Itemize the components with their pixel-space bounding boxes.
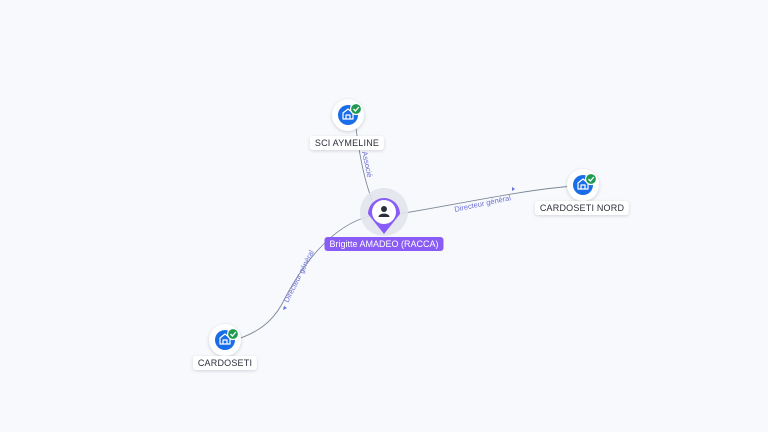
person-label[interactable]: Brigitte AMADEO (RACCA) <box>324 237 444 251</box>
edge-label-directeur-cardoseti: Directeur général <box>282 248 316 304</box>
company-node-cardoseti-nord[interactable] <box>567 169 599 201</box>
edge-directeur-cardoseti <box>231 215 371 342</box>
person-node[interactable] <box>360 188 408 236</box>
edge-directeur-cardoseti-nord <box>397 185 575 215</box>
company-node-cardoseti[interactable] <box>209 324 241 356</box>
edge-arrow-icon <box>283 306 287 310</box>
edge-label-directeur-nord: Directeur général <box>454 193 512 214</box>
company-label-cardoseti-nord[interactable]: CARDOSETI NORD <box>534 201 630 215</box>
company-label-cardoseti[interactable]: CARDOSETI <box>192 356 258 370</box>
verified-check-icon <box>349 102 363 116</box>
verified-check-icon <box>584 172 598 186</box>
company-label-sci-aymeline[interactable]: SCI AYMELINE <box>309 136 385 150</box>
user-icon <box>378 206 390 217</box>
company-node-sci-aymeline[interactable] <box>332 99 364 131</box>
verified-check-icon <box>226 327 240 341</box>
edge-arrow-icon <box>512 187 515 191</box>
